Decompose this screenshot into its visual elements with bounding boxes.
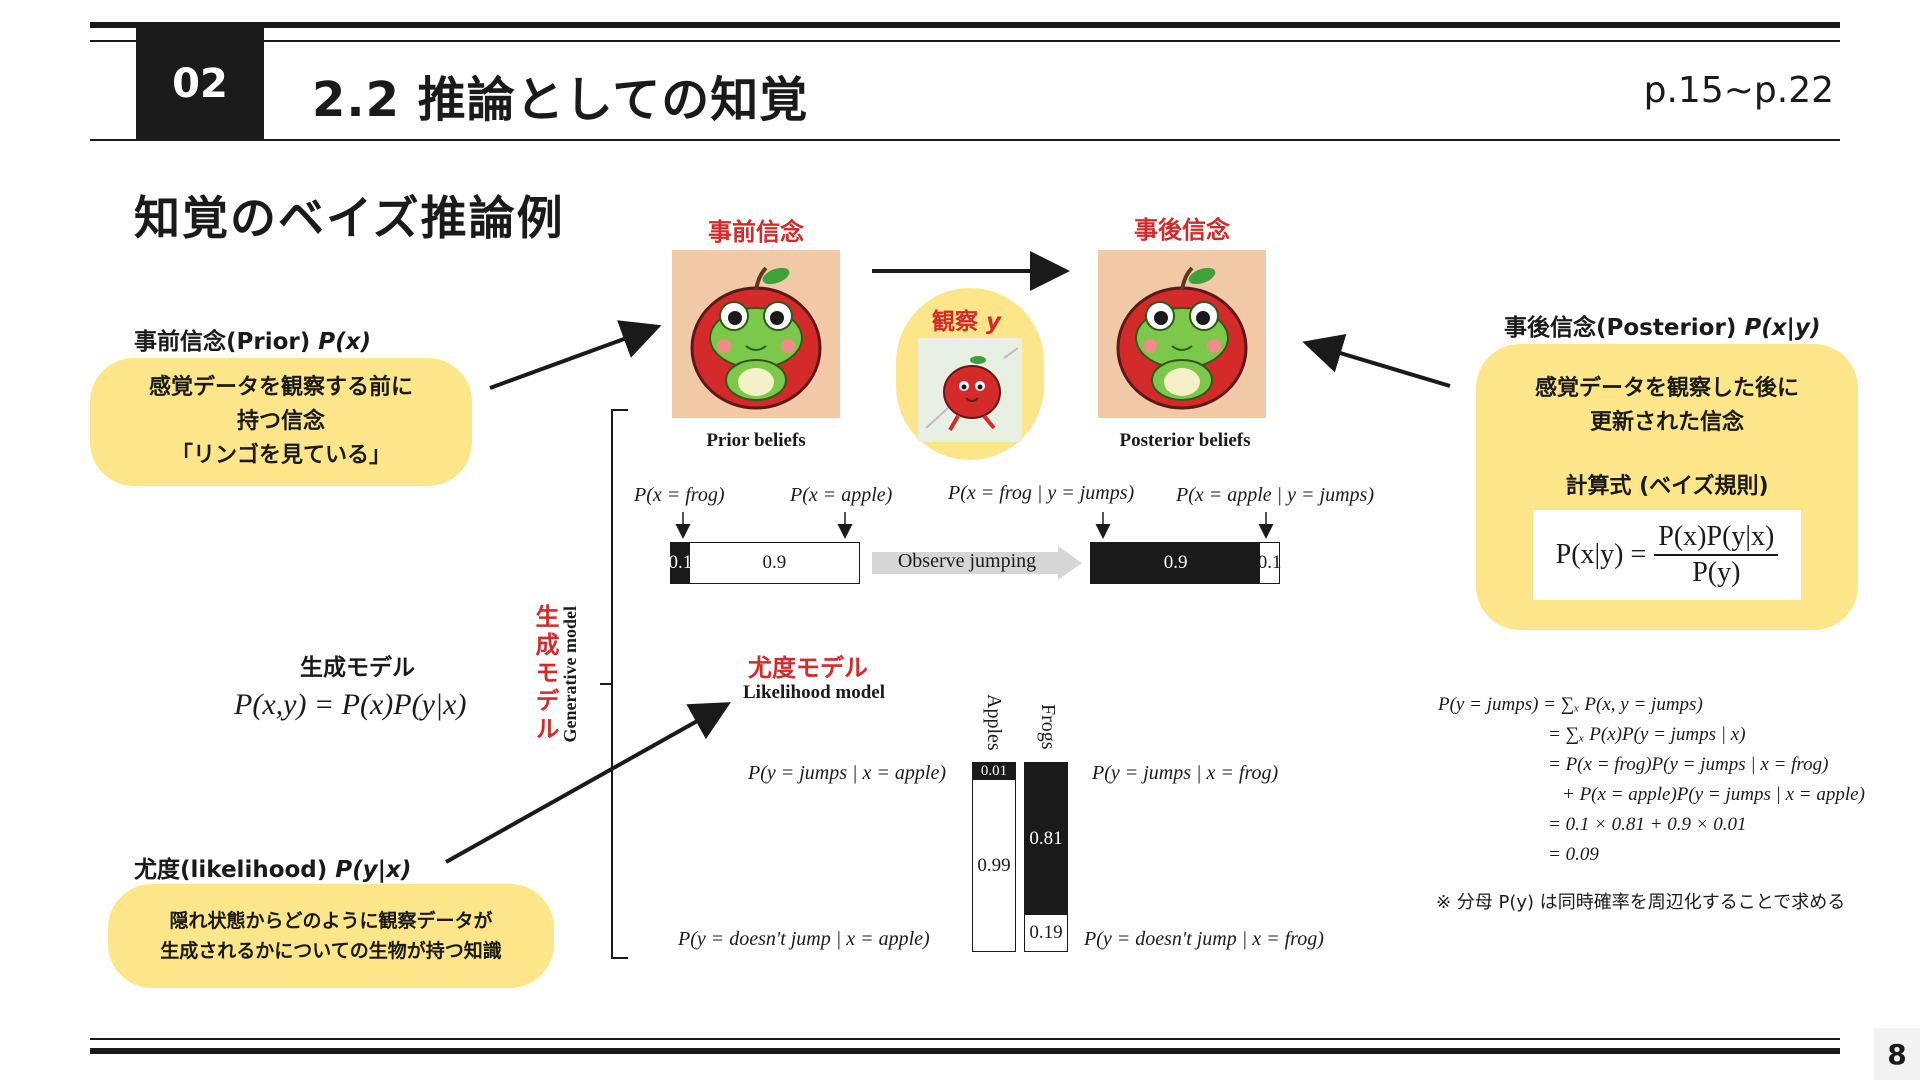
post-frog-label: P(x = frog | y = jumps): [948, 482, 1135, 504]
posterior-label: 事後信念(Posterior) P(x|y): [1504, 308, 1820, 342]
col-apples: Apples: [983, 694, 1005, 751]
prior-image-title: 事前信念: [708, 218, 804, 246]
prior-bubble: 感覚データを観察する前に 持つ信念 「リンゴを見ている」: [90, 358, 472, 486]
bayes-formula-lhs: P(x|y) =: [1555, 539, 1647, 570]
likelihood-arrow: [445, 702, 731, 864]
evidence-block: P(y = jumps) = ∑ₓ P(x, y = jumps) = ∑ₓ P…: [1438, 690, 1865, 870]
likelihood-bubble: 隠れ状態からどのように観察データが 生成されるかについての生物が持つ知識: [108, 884, 554, 988]
evidence-line: = ∑ₓ P(x)P(y = jumps | x): [1548, 724, 1746, 745]
prior-arrow: [489, 320, 662, 390]
generative-bracket: [600, 409, 628, 959]
posterior-bubble-line: 更新された信念: [1589, 410, 1744, 435]
apples-nojump-segment: 0.99: [973, 780, 1015, 951]
lbl-jump-apple: P(y = jumps | x = apple): [748, 762, 946, 784]
bayes-formula: P(x|y) = P(x)P(y|x) P(y): [1533, 510, 1801, 600]
likelihood-label-text: 尤度(likelihood): [134, 857, 336, 883]
formula-title: 計算式 (ベイズ規則): [1565, 474, 1769, 499]
prior-label: 事前信念(Prior) P(x): [134, 322, 371, 356]
generative-formula: P(x,y) = P(x)P(y|x): [234, 688, 467, 721]
bayes-numerator: P(x)P(y|x): [1654, 520, 1779, 556]
observation-label: 観察 y: [932, 302, 1001, 336]
observation-image: [918, 338, 1022, 442]
header-rule-top: [90, 22, 1840, 28]
evidence-line: = P(x = frog)P(y = jumps | x = frog): [1548, 754, 1829, 775]
prior-apple-label: P(x = apple): [790, 484, 893, 506]
page-range: p.15~p.22: [1643, 70, 1834, 111]
generative-vertical-en: Generative model: [560, 606, 580, 743]
apples-column: 0.01 0.99: [972, 762, 1016, 952]
prior-bubble-line: 持つ信念: [236, 409, 325, 434]
frogs-nojump-segment: 0.19: [1025, 914, 1067, 951]
observation-label-var: y: [986, 309, 1002, 335]
section-number: 02: [136, 28, 264, 140]
observe-arrow-shape: [872, 546, 1082, 580]
bayes-fraction: P(x)P(y|x) P(y): [1654, 520, 1779, 590]
observe-arrow: Observe jumping: [872, 546, 1082, 580]
post-apple-segment: 0.1: [1258, 543, 1281, 583]
prior-label-math: P(x): [318, 329, 371, 355]
prior-frog-label: P(x = frog): [634, 484, 725, 506]
slide-number: 8: [1874, 1028, 1920, 1080]
section-heading: 知覚のベイズ推論例: [134, 191, 565, 245]
likelihood-label-math: P(y|x): [335, 857, 412, 883]
evidence-line: = 0.1 × 0.81 + 0.9 × 0.01: [1548, 814, 1747, 835]
frogs-column: 0.81 0.19: [1024, 762, 1068, 952]
likelihood-title-jp: 尤度モデル: [748, 654, 868, 682]
jumping-apple-icon: [925, 347, 1019, 431]
prior-bubble-line: 「リンゴを見ている」: [170, 443, 391, 468]
likelihood-bubble-line: 生成されるかについての生物が持つ知識: [160, 940, 502, 962]
footer-rule-thin: [90, 1038, 1840, 1040]
apples-jump-segment: 0.01: [973, 763, 1015, 780]
lbl-nojump-apple: P(y = doesn't jump | x = apple): [678, 928, 930, 950]
observe-label: Observe jumping: [897, 550, 1037, 572]
posterior-label-math: P(x|y): [1744, 315, 1821, 341]
posterior-bubble: 感覚データを観察した後に 更新された信念 計算式 (ベイズ規則) P(x|y) …: [1476, 344, 1858, 630]
generative-vertical-jp: 生成モデル: [531, 604, 559, 744]
header-rule-bottom: [90, 139, 1840, 141]
frogs-jump-segment: 0.81: [1025, 763, 1067, 915]
lbl-jump-frog: P(y = jumps | x = frog): [1092, 762, 1279, 784]
footer-rule-bottom: [90, 1048, 1840, 1054]
likelihood-bubble-line: 隠れ状態からどのように観察データが: [169, 910, 493, 932]
header-rule-thin: [90, 40, 1840, 42]
prior-frog-segment: 0.1: [669, 543, 692, 583]
col-frogs: Frogs: [1037, 704, 1059, 750]
posterior-bubble-line: 感覚データを観察した後に: [1534, 376, 1799, 401]
bayes-denominator: P(y): [1692, 557, 1741, 588]
posterior-label-text: 事後信念(Posterior): [1504, 315, 1745, 341]
evidence-note: ※ 分母 P(y) は同時確率を周辺化することで求める: [1436, 892, 1846, 913]
prior-bar: 0.1 0.9: [669, 542, 860, 584]
likelihood-label: 尤度(likelihood) P(y|x): [134, 850, 411, 884]
observation-label-text: 観察: [932, 309, 987, 335]
generative-label: 生成モデル: [300, 655, 415, 681]
evidence-line: + P(x = apple)P(y = jumps | x = apple): [1562, 784, 1865, 805]
lbl-nojump-frog: P(y = doesn't jump | x = frog): [1084, 928, 1324, 950]
posterior-arrow: [1302, 334, 1451, 388]
posterior-caption: Posterior beliefs: [1119, 430, 1251, 451]
prior-bubble-line: 感覚データを観察する前に: [148, 375, 413, 400]
post-apple-label: P(x = apple | y = jumps): [1176, 484, 1374, 506]
post-frog-segment: 0.9: [1091, 543, 1261, 583]
likelihood-title-en: Likelihood model: [743, 682, 885, 703]
evidence-line: P(y = jumps) = ∑ₓ P(x, y = jumps): [1438, 694, 1703, 715]
prior-image: [672, 250, 840, 418]
posterior-image: [1098, 250, 1266, 418]
frog-apple-icon: [1116, 266, 1248, 410]
evidence-line: = 0.09: [1548, 844, 1599, 865]
prior-caption: Prior beliefs: [706, 430, 806, 451]
prior-label-text: 事前信念(Prior): [134, 329, 319, 355]
posterior-bar: 0.9 0.1: [1090, 542, 1281, 584]
frog-apple-icon: [690, 266, 822, 410]
slide-title: 2.2 推論としての知覚: [312, 72, 809, 128]
prior-apple-segment: 0.9: [689, 543, 859, 583]
posterior-image-title: 事後信念: [1134, 216, 1230, 244]
